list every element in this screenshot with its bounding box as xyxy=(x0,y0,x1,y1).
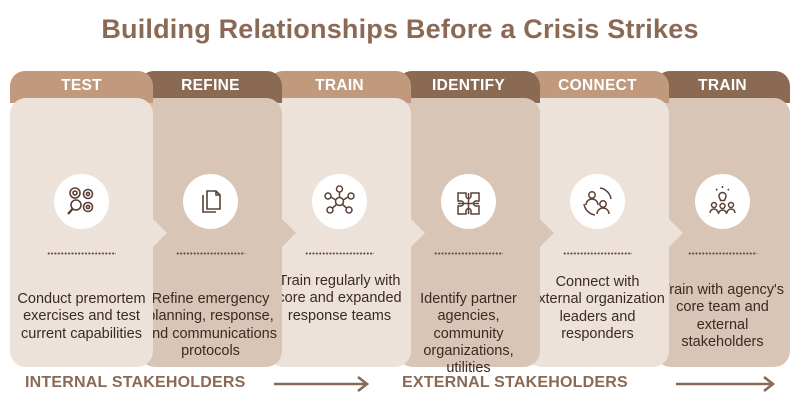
step-body: Conduct premortem exercises and test cur… xyxy=(10,98,153,367)
puzzle-icon xyxy=(441,174,496,229)
documents-icon xyxy=(183,174,238,229)
dotted-divider xyxy=(176,252,245,255)
dotted-divider xyxy=(688,252,757,255)
step-header: TRAIN xyxy=(268,71,411,103)
step-description: Train with agency's core team and extern… xyxy=(660,282,785,350)
process-steps: TEST Conduct premortem exercises and tes… xyxy=(10,71,790,376)
step-header: REFINE xyxy=(139,71,282,103)
step-test: TEST Conduct premortem exercises and tes… xyxy=(10,71,153,367)
external-stakeholders-label: EXTERNAL STAKEHOLDERS xyxy=(402,374,628,391)
internal-stakeholders-label: INTERNAL STAKEHOLDERS xyxy=(25,374,246,391)
step-description: Refine emergency planning, response, and… xyxy=(144,291,277,359)
gears-magnifier-icon xyxy=(54,174,109,229)
external-arrow-icon xyxy=(676,375,776,393)
step-header: TRAIN xyxy=(655,71,790,103)
step-arrow xyxy=(282,219,296,247)
step-header: CONNECT xyxy=(526,71,669,103)
dotted-divider xyxy=(563,252,632,255)
step-arrow xyxy=(411,219,425,247)
dotted-divider xyxy=(434,252,503,255)
internal-arrow-icon xyxy=(274,375,370,393)
people-cycle-icon xyxy=(570,174,625,229)
step-arrow xyxy=(669,219,683,247)
dotted-divider xyxy=(47,252,116,255)
step-arrow xyxy=(540,219,554,247)
page-title: Building Relationships Before a Crisis S… xyxy=(101,14,699,44)
dotted-divider xyxy=(305,252,374,255)
step-header: IDENTIFY xyxy=(397,71,540,103)
step-description: Train regularly with core and expanded r… xyxy=(277,273,402,324)
lightbulb-team-icon xyxy=(695,174,750,229)
step-description: Conduct premortem exercises and test cur… xyxy=(17,291,146,342)
step-description: Connect with external organization leade… xyxy=(530,274,665,342)
step-description: Identify partner agencies, community org… xyxy=(420,291,517,377)
step-header: TEST xyxy=(10,71,153,103)
network-people-icon xyxy=(312,174,367,229)
step-arrow xyxy=(153,219,167,247)
